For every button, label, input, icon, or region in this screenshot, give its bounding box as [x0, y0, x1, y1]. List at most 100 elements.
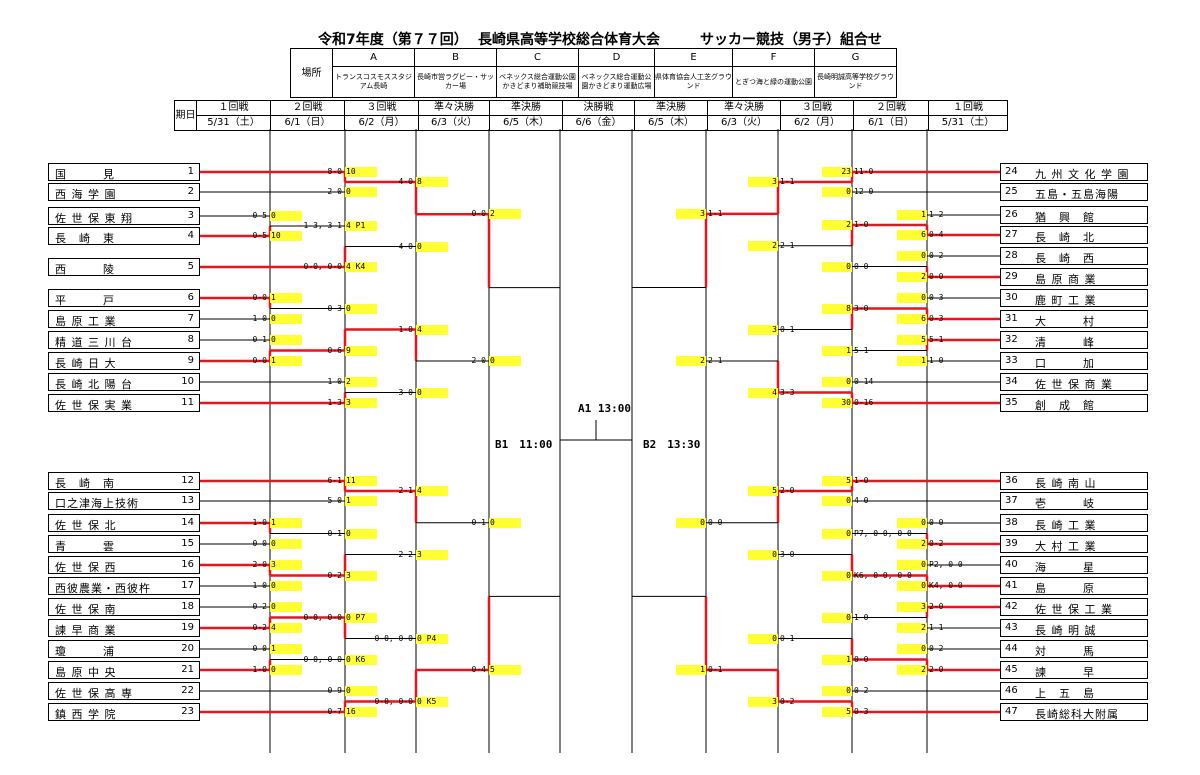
team-number: 12: [181, 475, 194, 486]
score-total: 0: [921, 560, 926, 569]
score-total: 0: [271, 314, 276, 323]
score-detail: P2, 0-0: [929, 560, 963, 569]
score-highlight: [822, 707, 852, 717]
score-detail: 0-1: [708, 665, 723, 674]
team-number: 29: [1005, 271, 1018, 282]
score-highlight: [270, 335, 302, 345]
score-total: 3: [772, 324, 777, 334]
score-detail: 2-0: [929, 602, 944, 611]
score-total: 1: [921, 210, 926, 219]
score-detail: 0-1: [471, 517, 486, 527]
team-name: 大 村: [1035, 315, 1095, 328]
score-total: 0: [846, 496, 851, 505]
team-name: 佐 世 保 実 業: [55, 399, 133, 412]
score-total: 3: [346, 570, 351, 580]
score-total: 0: [772, 633, 777, 643]
score-detail: 1-0: [854, 476, 869, 485]
score-total: 9: [346, 345, 351, 355]
score-detail: 0-2: [252, 602, 267, 611]
team-number: 39: [1005, 538, 1018, 549]
score-detail: 6-1: [327, 476, 342, 485]
score-highlight: [345, 707, 377, 717]
score-detail: 0-0: [929, 272, 944, 281]
score-detail: 0-1: [252, 335, 267, 344]
score-highlight: [822, 398, 852, 408]
score-detail: 0-0, 0-0: [303, 612, 342, 622]
team-name: 鹿 町 工 業: [1035, 294, 1097, 307]
score-total: 0: [271, 581, 276, 590]
team-number: 41: [1005, 580, 1018, 591]
score-detail: 0-0: [854, 261, 869, 271]
score-total: 0: [271, 665, 276, 674]
score-highlight: [822, 570, 852, 581]
score-total: 8: [846, 303, 851, 313]
score-total: 4: [417, 486, 422, 495]
team-number: 25: [1005, 186, 1018, 197]
score-total: 0: [846, 261, 851, 271]
team-number: 17: [181, 580, 194, 591]
score-total: 11: [346, 476, 356, 485]
team-name: 長 崎 北 陽 台: [55, 378, 133, 391]
score-total: 2: [490, 209, 495, 219]
score-highlight: [345, 612, 377, 623]
score-detail: 2-0: [780, 486, 795, 495]
score-total: 0: [921, 644, 926, 653]
score-highlight: [270, 539, 302, 549]
team-number: 18: [181, 601, 194, 612]
team-name: 平 戸: [55, 294, 115, 307]
score-total: 2: [700, 356, 705, 365]
score-highlight: [416, 549, 448, 560]
score-total: 1: [846, 654, 851, 664]
score-detail: 1-0: [854, 220, 869, 229]
title-edition: 令和7年度（第７７回）: [318, 32, 468, 48]
score-total: 0: [700, 517, 705, 527]
team-number: 42: [1005, 601, 1018, 612]
score-highlight: [897, 293, 927, 303]
score-detail: 0-3: [327, 303, 342, 313]
score-detail: 0-2: [929, 251, 944, 260]
score-highlight: [270, 518, 302, 528]
team-number: 32: [1005, 334, 1018, 345]
score-detail: 5-1: [929, 335, 944, 344]
team-number: 44: [1005, 643, 1018, 654]
team-number: 40: [1005, 559, 1018, 570]
score-total: 0 P4: [417, 633, 437, 643]
round-date: 6/1（日）: [270, 115, 345, 131]
score-total: 3: [772, 696, 777, 706]
score-highlight: [822, 476, 852, 486]
venue-name: ベネックス総合運動公園かきどまり運動広場: [578, 66, 655, 98]
score-detail: 0-3: [929, 314, 944, 323]
score-detail: 3-3: [780, 387, 795, 397]
score-detail: 0-2: [780, 696, 795, 706]
venue-name: とぎつ海と緑の運動公園: [732, 66, 815, 98]
score-total: 0: [271, 335, 276, 344]
score-total: 0: [921, 581, 926, 590]
score-highlight: [897, 644, 927, 654]
score-detail: 0-2: [854, 686, 869, 695]
score-detail: 0-0: [471, 209, 486, 219]
team-name: 島 原 工 業: [55, 315, 117, 328]
score-total: 2: [921, 272, 926, 281]
score-total: 5: [772, 486, 777, 495]
score-detail: 8-0: [327, 167, 342, 176]
score-detail: 0-16: [854, 398, 874, 407]
score-total: 1: [846, 345, 851, 355]
score-detail: 1-0: [252, 314, 267, 323]
score-detail: 1-2: [929, 210, 944, 219]
team-name: 長 崎 明 誠: [1035, 624, 1097, 637]
score-highlight: [676, 517, 706, 528]
score-total: 0: [271, 602, 276, 611]
team-number: 1: [187, 166, 194, 177]
